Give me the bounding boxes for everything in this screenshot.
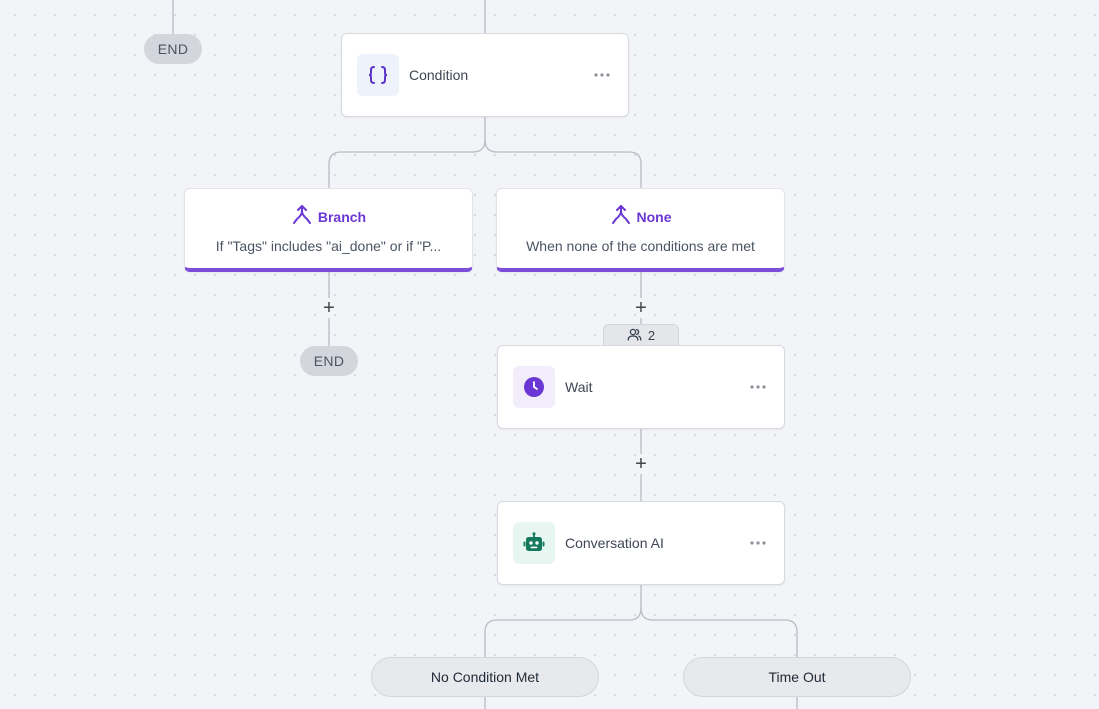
contact-count: 2 <box>647 328 656 343</box>
robot-icon <box>513 522 555 564</box>
wait-node[interactable]: Wait <box>497 345 785 429</box>
more-options-icon[interactable] <box>748 541 768 545</box>
add-step-button[interactable]: + <box>635 297 647 319</box>
more-options-icon[interactable] <box>748 385 768 389</box>
add-step-button[interactable]: + <box>323 297 335 319</box>
outcome-time-out[interactable]: Time Out <box>683 657 911 697</box>
split-arrow-icon <box>610 204 632 231</box>
branch-card[interactable]: Branch If "Tags" includes "ai_done" or i… <box>184 188 473 272</box>
end-marker-left: END <box>144 34 202 64</box>
conversation-ai-node[interactable]: Conversation AI <box>497 501 785 585</box>
none-branch-card[interactable]: None When none of the conditions are met <box>496 188 785 272</box>
none-branch-title: None <box>636 209 672 225</box>
wait-node-label: Wait <box>565 379 593 395</box>
contact-count-badge[interactable]: 2 <box>603 324 679 346</box>
condition-node-label: Condition <box>409 67 469 83</box>
condition-node[interactable]: Condition <box>341 33 629 117</box>
more-options-icon[interactable] <box>592 73 612 77</box>
clock-icon <box>513 366 555 408</box>
none-branch-description: When none of the conditions are met <box>526 237 755 254</box>
conversation-ai-node-label: Conversation AI <box>565 535 664 551</box>
outcome-no-condition-met[interactable]: No Condition Met <box>371 657 599 697</box>
add-step-button[interactable]: + <box>635 453 647 475</box>
curly-braces-icon <box>357 54 399 96</box>
split-arrow-icon <box>291 204 313 231</box>
end-marker-branch: END <box>300 346 358 376</box>
branch-description: If "Tags" includes "ai_done" or if "P... <box>215 237 442 254</box>
branch-title: Branch <box>317 209 367 225</box>
users-icon <box>627 328 642 344</box>
